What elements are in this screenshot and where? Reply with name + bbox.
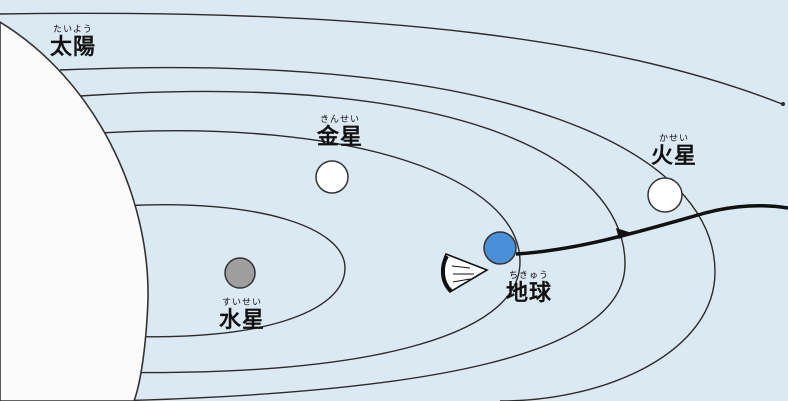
- arrow-head-icon: [616, 228, 632, 239]
- mercury-label: すいせい 水星: [219, 299, 265, 332]
- venus-label: きんせい 金星: [317, 116, 363, 149]
- venus-orbit: [99, 130, 521, 374]
- sun-ruby: たいよう: [53, 25, 93, 35]
- mercury-name: 水星: [219, 308, 266, 333]
- venus-planet: [315, 160, 349, 194]
- mars-planet: [647, 177, 683, 213]
- mars-name: 火星: [651, 144, 698, 169]
- mars-label: かせい 火星: [651, 135, 697, 168]
- mercury-orbit: [119, 204, 346, 338]
- mars-ruby: かせい: [659, 134, 690, 144]
- earth-orbit: [79, 90, 626, 401]
- outer-orbit: [0, 12, 783, 105]
- spacecraft-icon: [440, 252, 489, 294]
- sun-name: 太陽: [50, 35, 97, 60]
- earth-name: 地球: [506, 281, 553, 306]
- outer-orbit-end: [781, 102, 785, 106]
- mars-orbit: [59, 66, 716, 401]
- mercury-ruby: すいせい: [222, 298, 263, 308]
- sun-label: たいよう 太陽: [50, 26, 96, 59]
- venus-ruby: きんせい: [320, 115, 361, 125]
- venus-name: 金星: [317, 125, 364, 150]
- spacecraft-trajectory: [515, 203, 788, 256]
- mercury-planet: [224, 257, 256, 289]
- earth-label: ちきゅう 地球: [506, 272, 552, 305]
- sun: [0, 21, 149, 401]
- earth-ruby: ちきゅう: [509, 271, 550, 281]
- earth-planet: [483, 231, 517, 265]
